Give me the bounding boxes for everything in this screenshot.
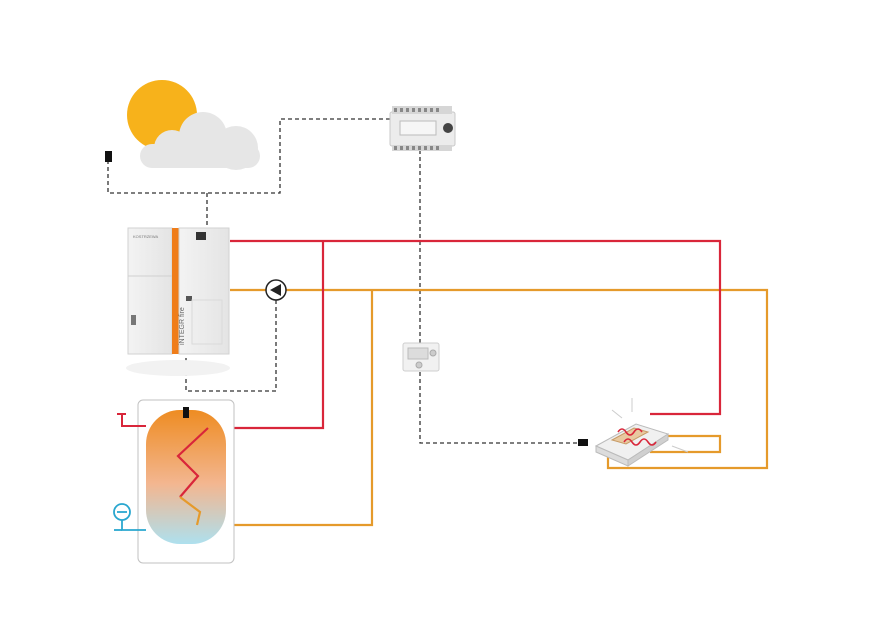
- boiler-display: [196, 232, 206, 240]
- outdoor-sensor-signal: [107, 118, 392, 194]
- return-pipes: [197, 288, 769, 527]
- thermostat-heating-signal: [419, 372, 580, 444]
- pellet-boiler: KOSTRZEWA iNTEGR fire: [126, 227, 230, 376]
- weather-icon: [127, 80, 260, 170]
- tank-interior: [146, 410, 226, 544]
- hot-water-tap-icon: [117, 413, 146, 427]
- hot-water-tank: [137, 399, 235, 564]
- floor-sensor-icon: [578, 439, 588, 446]
- boiler-accent-strip: [172, 228, 179, 354]
- cloud-icon: [140, 112, 260, 170]
- underfloor-heating-icon: [594, 398, 689, 467]
- main-supply-line: [230, 239, 722, 416]
- tank-lower-coil: [179, 496, 202, 526]
- tank-return-line: [197, 290, 374, 527]
- boiler-hopper: [127, 227, 173, 355]
- room-thermostat-icon: [402, 342, 440, 372]
- expansion-vessel-icon: [113, 503, 146, 531]
- outdoor-sensor-icon: [105, 151, 112, 162]
- floor-loop-return: [650, 434, 722, 454]
- circulation-pump-icon: [265, 279, 287, 301]
- tank-upper-coil: [176, 427, 209, 498]
- boiler-logo: KOSTRZEWA: [133, 234, 159, 239]
- tank-supply-line: [208, 241, 325, 430]
- main-return-line: [230, 288, 769, 470]
- tank-sensor: [183, 407, 189, 418]
- boiler-brand: iNTEGR fire: [179, 307, 186, 345]
- supply-pipes: [208, 239, 722, 430]
- boiler-body: [178, 227, 230, 355]
- boiler-reflection: [126, 360, 230, 376]
- controller-module-icon: [389, 106, 456, 151]
